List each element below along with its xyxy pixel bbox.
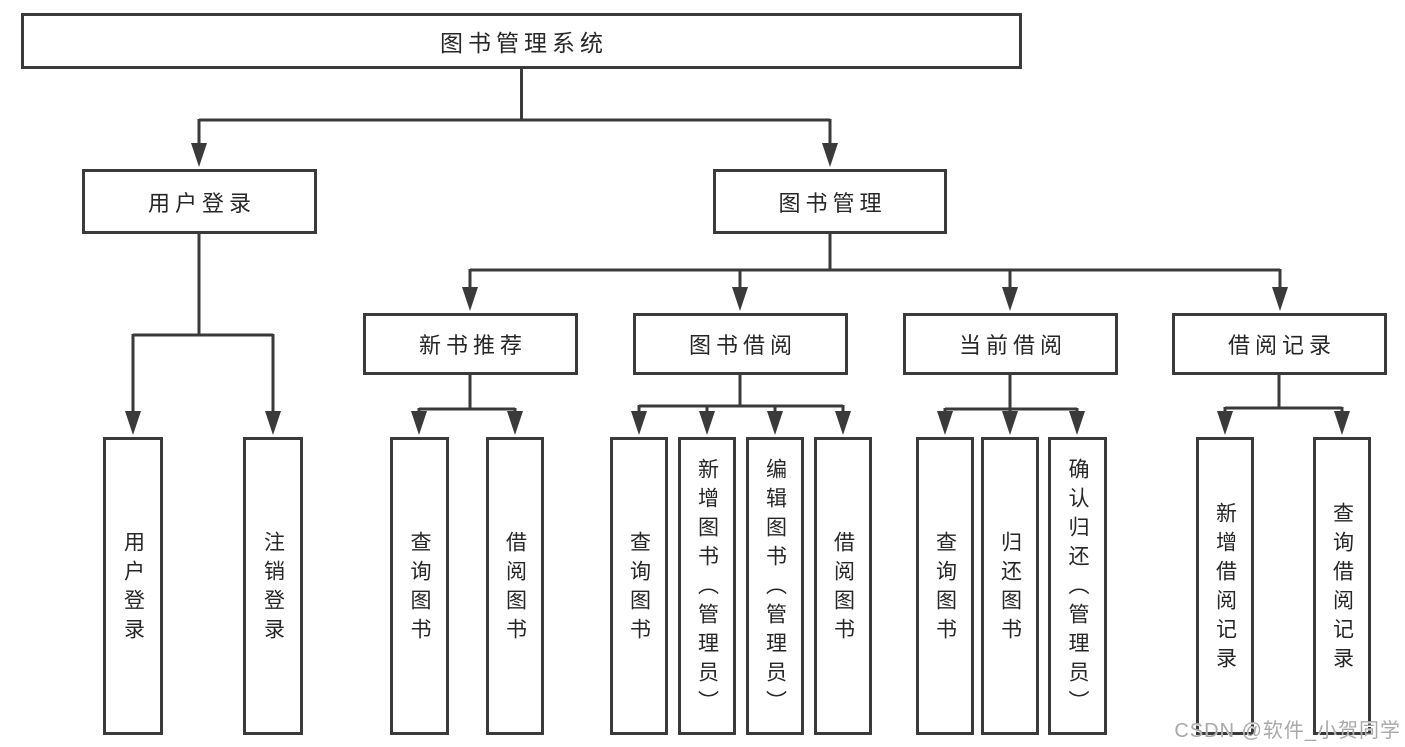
leaf-return-books: 归还图书 xyxy=(981,437,1039,735)
leaf-confirm-return-admin: 确认归还（管理员） xyxy=(1048,437,1107,735)
leaf-add-borrow-record-label: 新增借阅记录 xyxy=(1213,501,1237,676)
leaf-edit-books-admin: 编辑图书（管理员） xyxy=(746,437,804,735)
leaf-borrow-books-recommend-label: 借阅图书 xyxy=(503,530,527,647)
leaf-query-books-borrowing-label: 查询图书 xyxy=(627,530,651,647)
leaf-borrow-books-recommend: 借阅图书 xyxy=(486,437,544,735)
csdn-watermark: CSDN @软件_小贺同学 xyxy=(1174,720,1401,742)
leaf-query-books-current: 查询图书 xyxy=(916,437,974,735)
leaf-query-borrow-record: 查询借阅记录 xyxy=(1313,437,1371,735)
leaf-logout-label: 注销登录 xyxy=(261,530,285,647)
node-borrowing-records: 借阅记录 xyxy=(1172,313,1387,375)
leaf-confirm-return-admin-label: 确认归还（管理员） xyxy=(1066,458,1089,719)
leaf-edit-books-admin-label: 编辑图书（管理员） xyxy=(763,458,787,719)
leaf-query-books-recommend-label: 查询图书 xyxy=(408,530,431,647)
leaf-query-books-borrowing: 查询图书 xyxy=(610,437,668,735)
leaf-borrow-books: 借阅图书 xyxy=(814,437,872,735)
leaf-return-books-label: 归还图书 xyxy=(998,530,1022,647)
leaf-add-books-admin-label: 新增图书（管理员） xyxy=(695,458,719,719)
leaf-user-login: 用户登录 xyxy=(103,437,163,735)
leaf-query-books-current-label: 查询图书 xyxy=(933,530,957,647)
leaf-borrow-books-label: 借阅图书 xyxy=(831,530,855,647)
leaf-query-books-recommend: 查询图书 xyxy=(390,437,449,735)
node-user-login: 用户登录 xyxy=(82,169,317,234)
node-current-borrowing: 当前借阅 xyxy=(903,313,1118,375)
node-new-book-recommendation: 新书推荐 xyxy=(363,313,578,375)
leaf-add-books-admin: 新增图书（管理员） xyxy=(678,437,736,735)
leaf-add-borrow-record: 新增借阅记录 xyxy=(1196,437,1254,735)
leaf-query-borrow-record-label: 查询借阅记录 xyxy=(1330,501,1354,676)
node-book-borrowing: 图书借阅 xyxy=(633,313,848,375)
node-system-root: 图书管理系统 xyxy=(21,13,1022,69)
node-book-management: 图书管理 xyxy=(713,169,947,234)
leaf-logout: 注销登录 xyxy=(243,437,303,735)
leaf-user-login-label: 用户登录 xyxy=(121,530,145,647)
